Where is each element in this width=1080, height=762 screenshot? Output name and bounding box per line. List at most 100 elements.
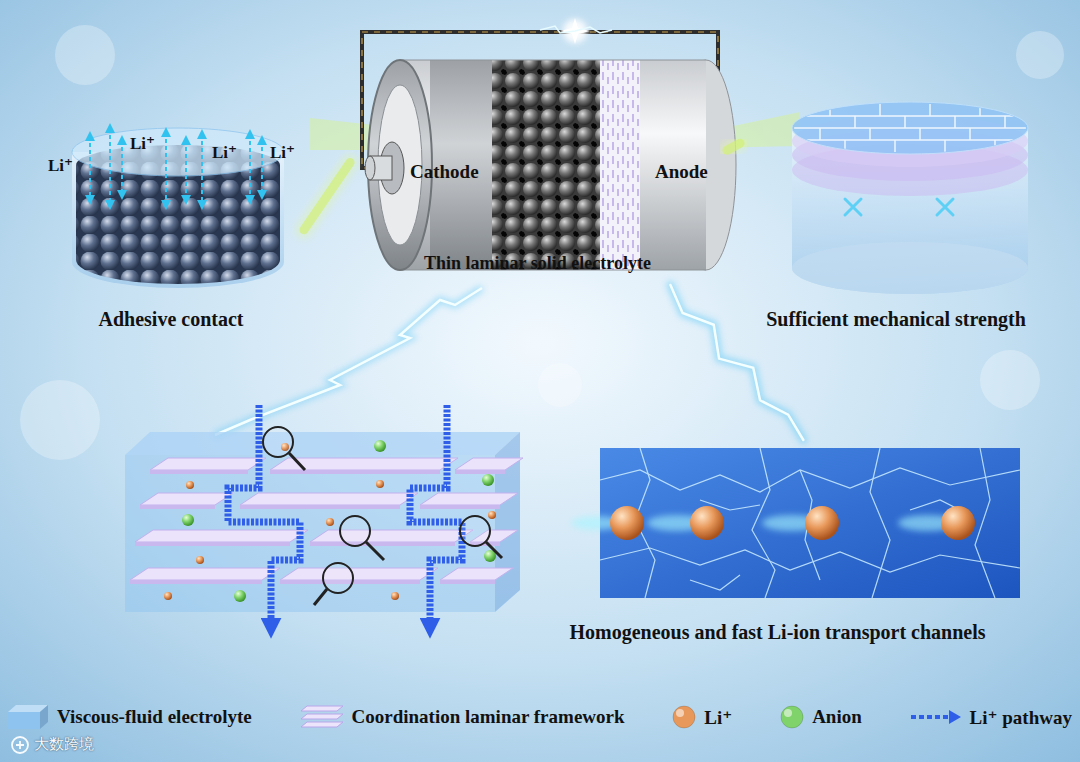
laminar-stack-part: [125, 455, 495, 612]
watermark-logo-part: [16, 741, 24, 749]
adhesive-cylinder-part-part: [261, 140, 263, 195]
adhesive-cylinder-part-part: [109, 128, 111, 205]
diagram-region: Cathode AnodeThin laminar solid electroly…: [350, 40, 727, 285]
laminar-stack-part-part: [140, 493, 233, 505]
ball-swatch-part: [676, 709, 684, 717]
laminar-stack-part-part: [289, 453, 305, 470]
fluid-swatch-part: [40, 705, 48, 729]
adhesive-cylinder-part: [90, 128, 262, 205]
adhesive-cylinder-part-part: [249, 134, 251, 200]
laminar-stack-part-part: [366, 542, 384, 560]
diagram-region: Homogeneous and fast Li-ion transport ch…: [530, 440, 1027, 652]
fluid-swatch-part: [40, 705, 48, 729]
bokeh-part: [538, 363, 582, 407]
bokeh: [20, 25, 1064, 460]
pathway-swatch-part: [911, 715, 949, 719]
lightning-bolt-part: [215, 288, 482, 435]
transport-channel-box-part-part: [870, 448, 890, 598]
bokeh-part: [980, 350, 1040, 410]
laminar-stack-part-part: [460, 516, 490, 546]
laminar-stack-part-part: [488, 511, 496, 519]
part-label: Cathode: [410, 161, 479, 183]
part-label: Anode: [655, 161, 708, 183]
adhesive-cylinder-part: [72, 128, 284, 176]
strength-cylinder-part-part: [790, 139, 1030, 141]
laminar-stack-part-part: [340, 516, 370, 546]
transport-channel-box-part-part: [805, 506, 839, 540]
strength-cylinder-part-part: [790, 115, 1030, 117]
legend-item: Coordination laminar framework: [299, 703, 625, 731]
strength-cylinder-part: [845, 199, 953, 215]
adhesive-cylinder-part-part: [89, 136, 91, 200]
adhesive-cylinder-part-part: [185, 140, 187, 200]
part-label: Li⁺: [130, 134, 155, 154]
caption-text: Homogeneous and fast Li-ion transport ch…: [530, 621, 1025, 644]
diagram-region: Sufficient mechanical strength: [740, 95, 1054, 336]
laminar-stack-part-part: [150, 458, 266, 470]
bokeh-part: [20, 380, 100, 460]
laminar-stack-part: [263, 427, 502, 605]
laminar-stack-part-part: [440, 580, 495, 584]
laminar-stack-part-part: [455, 470, 505, 474]
part-label: Li⁺: [270, 143, 295, 163]
ball-swatch-part: [781, 706, 803, 728]
strength-cylinder-part-part: [845, 199, 861, 215]
laminar-stack-part-part: [310, 542, 455, 546]
bokeh-part: [1016, 31, 1064, 79]
battery-cell-part: [365, 156, 375, 180]
laminar-stack-part-part: [376, 480, 384, 488]
lightning-bolt: [215, 288, 482, 435]
laminar-stack-part: [164, 443, 496, 600]
strength-cylinder: [790, 102, 1030, 294]
legend-item: Viscous-fluid electrolyte: [6, 703, 252, 731]
transport-channel-box-part-part: [600, 548, 1020, 572]
transport-channel-box-part-part: [941, 506, 975, 540]
watermark-logo: [12, 737, 28, 753]
legend-text: Li⁺ pathway: [970, 706, 1072, 729]
laminar-stack-part-part: [263, 427, 293, 457]
caption-text: Thin laminar solid electrolyte: [350, 253, 725, 274]
transport-channel-box: [571, 448, 1020, 598]
battery-cell-part: [600, 60, 640, 270]
ball-swatch-part: [784, 709, 792, 717]
legend-item: Anion: [779, 704, 862, 730]
strength-cylinder-part: [792, 242, 1028, 294]
laminar-stack-part-part: [280, 568, 438, 580]
ball-swatch: [671, 704, 697, 730]
laminar-swatch-part: [301, 714, 343, 719]
laminar-stack-part-part: [150, 470, 248, 474]
light-beam-glow: [304, 163, 350, 230]
strength-cylinder-part-part: [937, 199, 953, 215]
laminar-stack-part-part: [374, 440, 386, 452]
laminar-stack-part: [228, 405, 462, 624]
legend-item: Li⁺ pathway: [909, 706, 1072, 729]
laminar-stack-part-part: [240, 505, 400, 509]
caption-text: Adhesive contact: [40, 308, 302, 331]
laminar-stack-part-part: [482, 474, 494, 486]
laminar-stack-part-part: [455, 458, 523, 470]
laminar-stack-part-part: [486, 542, 502, 558]
light-beam-connector: [727, 143, 740, 150]
watermark-logo-part: [12, 737, 28, 753]
laminar-stack-part-part: [135, 542, 290, 546]
pathway-swatch-part: [949, 710, 961, 724]
laminar-stack-part: [182, 440, 496, 602]
connector-group: [304, 163, 350, 230]
laminar-stack-part-part: [420, 505, 500, 509]
laminar-stack-part-part: [440, 568, 513, 580]
watermark: 大数跨境: [34, 735, 94, 754]
pathway-swatch: [909, 707, 963, 727]
transport-channel-box-part: [610, 506, 975, 540]
adhesive-cylinder-part-part: [165, 132, 167, 205]
adhesive-cylinder-part-part: [201, 134, 203, 205]
transport-channel-box-part-part: [690, 575, 740, 590]
laminar-stack-part-part: [196, 556, 204, 564]
legend-item: Li⁺: [671, 704, 732, 730]
adhesive-cylinder-part: [76, 236, 280, 284]
laminar-stack-part: [125, 432, 520, 455]
spark-part: [540, 26, 612, 33]
laminar-stack-part-part: [130, 568, 280, 580]
